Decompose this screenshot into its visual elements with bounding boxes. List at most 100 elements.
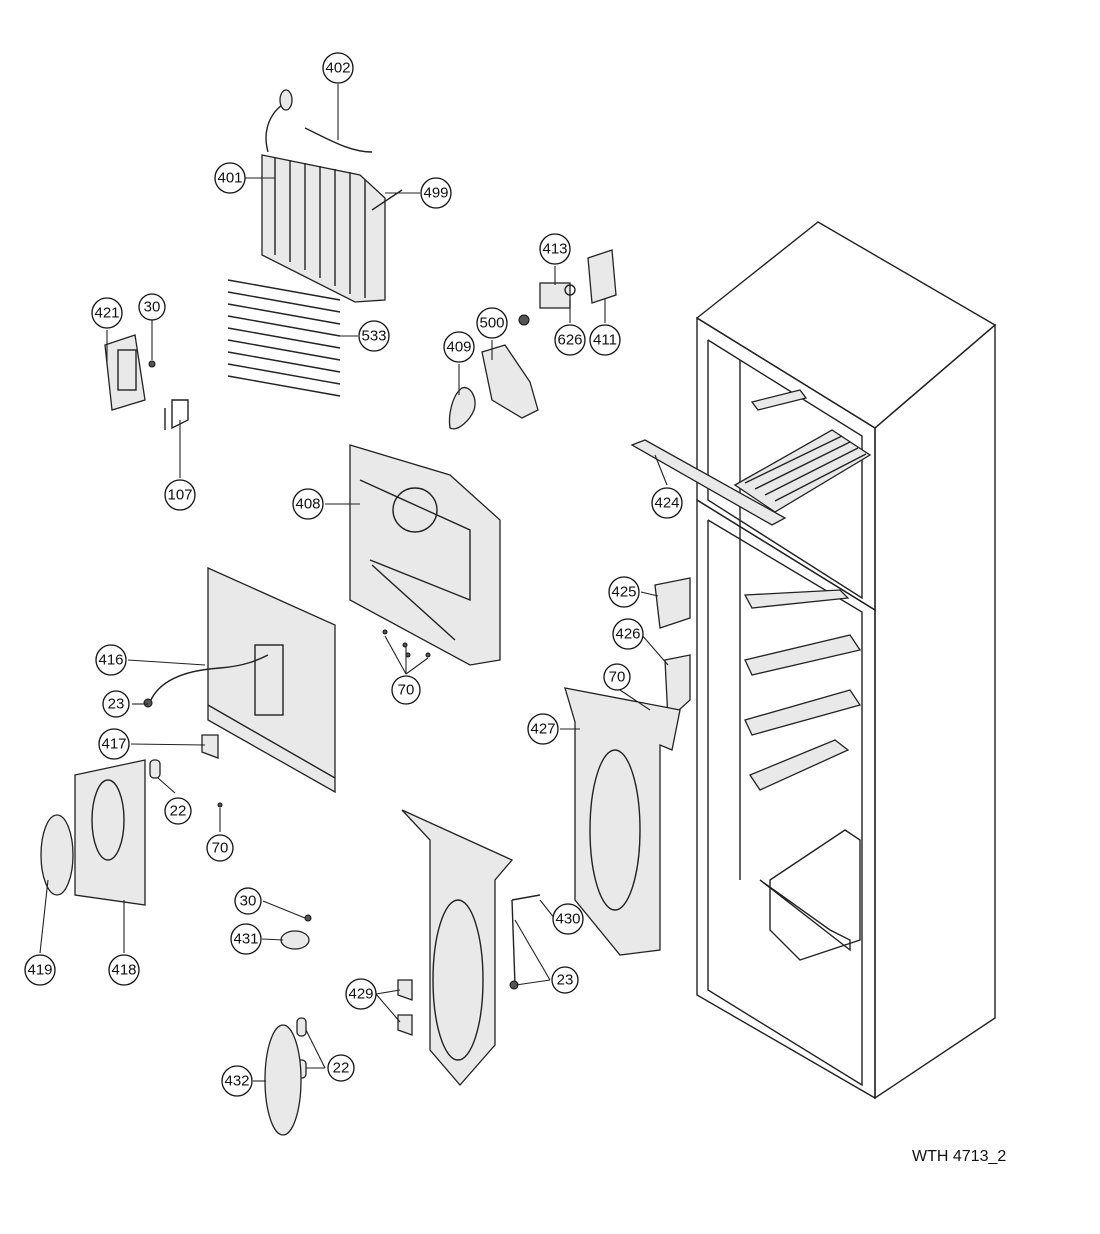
lens-419 xyxy=(40,814,74,896)
refrigerator-cabinet xyxy=(695,221,997,1100)
knob-431 xyxy=(280,930,310,950)
svg-text:402: 402 xyxy=(325,60,350,77)
svg-text:411: 411 xyxy=(593,332,617,349)
drawing-code: WTH 4713_2 xyxy=(912,1148,1007,1165)
svg-text:421: 421 xyxy=(94,305,119,322)
control-box-421 xyxy=(104,334,146,411)
lens-432 xyxy=(264,1024,302,1136)
svg-text:70: 70 xyxy=(212,840,229,857)
lamps-22b xyxy=(296,1017,307,1079)
shelf-trim-424 xyxy=(630,439,787,526)
control-panel-418 xyxy=(74,759,146,906)
bulb-holder-429 xyxy=(397,979,413,1036)
callout-419: 419 xyxy=(24,954,56,986)
callout-417: 417 xyxy=(98,728,130,760)
svg-text:418: 418 xyxy=(111,962,136,979)
svg-text:413: 413 xyxy=(542,241,567,258)
svg-text:626: 626 xyxy=(557,332,582,349)
svg-text:419: 419 xyxy=(27,962,52,979)
callout-429: 429 xyxy=(345,978,377,1010)
callout-424: 424 xyxy=(651,487,683,519)
fan-hub-626 xyxy=(518,314,530,326)
svg-text:424: 424 xyxy=(654,495,679,512)
fan-motor-413 xyxy=(539,282,576,309)
fan-cover-500 xyxy=(481,344,539,419)
wiring-430 xyxy=(511,894,541,986)
callout-416: 416 xyxy=(95,644,127,676)
callout-430: 430 xyxy=(552,903,584,935)
svg-text:432: 432 xyxy=(224,1073,249,1090)
evaporator-tube-402 xyxy=(265,89,373,153)
callout-408: 408 xyxy=(292,488,324,520)
callout-432: 432 xyxy=(221,1065,253,1097)
svg-text:23: 23 xyxy=(108,696,125,713)
svg-text:427: 427 xyxy=(530,721,555,738)
svg-text:430: 430 xyxy=(555,911,580,928)
svg-text:70: 70 xyxy=(398,682,415,699)
svg-text:425: 425 xyxy=(611,584,636,601)
svg-text:499: 499 xyxy=(423,185,448,202)
callout-626: 626 xyxy=(554,324,586,356)
defrost-heater-533 xyxy=(227,279,341,397)
thermostat-426 xyxy=(664,654,691,722)
lamp-socket-23a xyxy=(143,698,153,708)
callout-418: 418 xyxy=(108,954,140,986)
svg-text:401: 401 xyxy=(217,170,242,187)
fridge-back-panel xyxy=(207,566,336,794)
lamp-cover-housing xyxy=(401,809,514,1086)
svg-text:429: 429 xyxy=(348,986,373,1003)
callout-23: 23 xyxy=(102,690,130,718)
callout-427: 427 xyxy=(527,713,559,745)
clip-107 xyxy=(164,399,189,430)
svg-text:409: 409 xyxy=(446,339,471,356)
screw-70b xyxy=(217,802,223,808)
callout-22: 22 xyxy=(164,797,192,825)
fan-blade-409 xyxy=(448,386,476,430)
callout-107: 107 xyxy=(164,479,196,511)
motor-bracket-411 xyxy=(587,249,617,304)
callout-70: 70 xyxy=(603,663,631,691)
callout-425: 425 xyxy=(608,576,640,608)
evaporator-401 xyxy=(261,154,386,303)
evaporator-cover-408 xyxy=(349,444,501,666)
callout-411: 411 xyxy=(589,324,621,356)
callout-70: 70 xyxy=(391,675,421,705)
svg-text:22: 22 xyxy=(170,803,187,820)
screw-30b xyxy=(304,914,312,922)
svg-text:533: 533 xyxy=(361,328,386,345)
callout-22: 22 xyxy=(327,1054,355,1082)
svg-text:23: 23 xyxy=(557,972,574,989)
svg-text:500: 500 xyxy=(479,315,504,332)
callout-30: 30 xyxy=(138,293,166,321)
svg-text:30: 30 xyxy=(144,299,161,316)
svg-text:417: 417 xyxy=(101,736,126,753)
svg-text:30: 30 xyxy=(240,893,257,910)
leader-lines xyxy=(39,84,669,1082)
callout-426: 426 xyxy=(612,618,644,650)
svg-text:431: 431 xyxy=(233,931,258,948)
callout-70: 70 xyxy=(206,834,234,862)
callout-402: 402 xyxy=(322,52,354,84)
callout-431: 431 xyxy=(230,923,262,955)
callout-401: 401 xyxy=(214,162,246,194)
callout-500: 500 xyxy=(476,307,508,339)
callout-499: 499 xyxy=(420,177,452,209)
lamp-housing-427 xyxy=(564,687,681,956)
callout-30: 30 xyxy=(234,887,262,915)
freezer-shelf-grille xyxy=(744,435,867,502)
lamp-22a xyxy=(149,759,161,779)
callout-409: 409 xyxy=(443,331,475,363)
screws-70a xyxy=(382,629,431,658)
callout-421: 421 xyxy=(91,297,123,329)
bulb-holder-417 xyxy=(201,734,219,759)
svg-text:70: 70 xyxy=(609,669,626,686)
screw-30a xyxy=(148,360,156,368)
svg-text:107: 107 xyxy=(167,487,192,504)
callout-413: 413 xyxy=(539,233,571,265)
svg-text:416: 416 xyxy=(98,652,123,669)
svg-text:22: 22 xyxy=(333,1060,350,1077)
callout-533: 533 xyxy=(358,320,390,352)
callout-23: 23 xyxy=(551,966,579,994)
svg-text:408: 408 xyxy=(295,496,320,513)
